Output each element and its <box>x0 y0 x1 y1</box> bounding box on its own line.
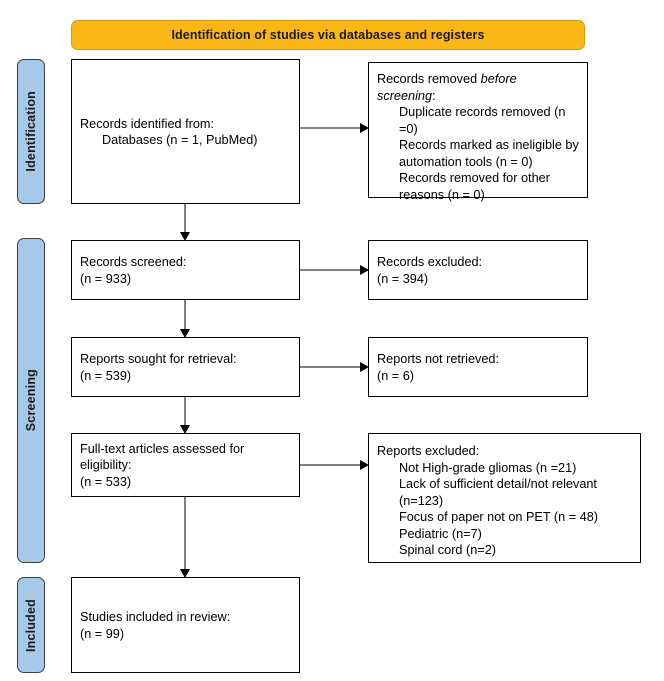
records-screened-line-2: (n = 933) <box>80 271 132 286</box>
reports-excluded-item-2: Lack of sufficient detail/not relevant (… <box>399 477 601 508</box>
box-records-excluded: Records excluded: (n = 394) <box>368 240 588 300</box>
records-identified-line-2: Databases (n = 1, PubMed) <box>102 133 258 147</box>
arrow-assessed-to-included <box>179 497 191 578</box>
records-removed-heading-italic-1: before <box>480 72 517 86</box>
box-reports-not-retrieved: Reports not retrieved: (n = 6) <box>368 337 588 397</box>
records-screened-line-1: Records screened: <box>80 255 187 269</box>
records-identified-line-1: Records identified from: <box>80 116 214 131</box>
records-removed-item-2: Records marked as ineligible by automati… <box>399 138 583 169</box>
records-removed-heading-part-1: Records removed <box>377 72 481 86</box>
stage-label-included-text: Included <box>24 598 38 652</box>
records-removed-heading: Records removed before <box>377 71 580 88</box>
arrow-identified-to-screened <box>179 204 191 241</box>
reports-excluded-item-4: Pediatric (n=7) <box>399 526 482 541</box>
arrow-sought-to-not-retrieved <box>300 361 369 373</box>
stage-label-screening: Screening <box>17 238 45 563</box>
stage-label-identification-text: Identification <box>24 91 38 172</box>
fulltext-assessed-line-3: (n = 533) <box>80 474 132 489</box>
studies-included-line-1: Studies included in review: <box>80 610 231 624</box>
arrow-screened-to-excluded <box>300 264 369 276</box>
arrow-sought-to-assessed <box>179 397 191 434</box>
fulltext-assessed-line-2: eligibility: <box>80 458 132 473</box>
reports-excluded-item-3: Focus of paper not on PET (n = 48) <box>399 510 599 524</box>
records-removed-item-3: Records removed for other reasons (n = 0… <box>399 171 554 202</box>
box-studies-included: Studies included in review: (n = 99) <box>71 577 300 673</box>
reports-sought-line-2: (n = 539) <box>80 368 132 383</box>
stage-label-identification: Identification <box>17 59 45 204</box>
reports-not-retrieved-line-2: (n = 6) <box>377 368 415 383</box>
reports-not-retrieved-line-1: Reports not retrieved: <box>377 352 499 366</box>
arrow-assessed-to-reports-excluded <box>300 459 369 471</box>
records-removed-item-1: Duplicate records removed (n =0) <box>399 105 569 136</box>
arrow-screened-to-sought <box>179 300 191 338</box>
records-removed-heading-line-2: screening: <box>377 88 580 105</box>
fulltext-assessed-line-1: Full-text articles assessed for <box>80 441 245 456</box>
stage-label-screening-text: Screening <box>24 369 38 432</box>
records-removed-heading-colon: : <box>432 88 436 103</box>
box-records-screened: Records screened: (n = 933) <box>71 240 300 300</box>
records-excluded-line-1: Records excluded: <box>377 255 483 269</box>
box-records-removed-before-screening: Records removed before screening: Duplic… <box>368 62 588 202</box>
reports-excluded-heading: Reports excluded: <box>377 444 480 458</box>
reports-excluded-item-5: Spinal cord (n=2) <box>399 543 496 557</box>
box-fulltext-assessed: Full-text articles assessed for eligibil… <box>71 433 300 497</box>
reports-excluded-item-1: Not High-grade gliomas (n =21) <box>399 460 577 475</box>
studies-included-line-2: (n = 99) <box>80 626 125 641</box>
box-reports-sought: Reports sought for retrieval: (n = 539) <box>71 337 300 397</box>
reports-sought-line-1: Reports sought for retrieval: <box>80 352 237 366</box>
box-records-identified: Records identified from: Databases (n = … <box>71 59 300 204</box>
stage-label-included: Included <box>17 577 45 673</box>
box-reports-excluded-detail: Reports excluded: Not High-grade gliomas… <box>368 433 641 563</box>
header-banner-title: Identification of studies via databases … <box>171 28 485 42</box>
records-excluded-line-2: (n = 394) <box>377 271 429 286</box>
header-banner: Identification of studies via databases … <box>71 20 585 50</box>
arrow-identified-to-removed <box>300 122 369 134</box>
records-removed-heading-italic-2: screening <box>377 88 433 103</box>
